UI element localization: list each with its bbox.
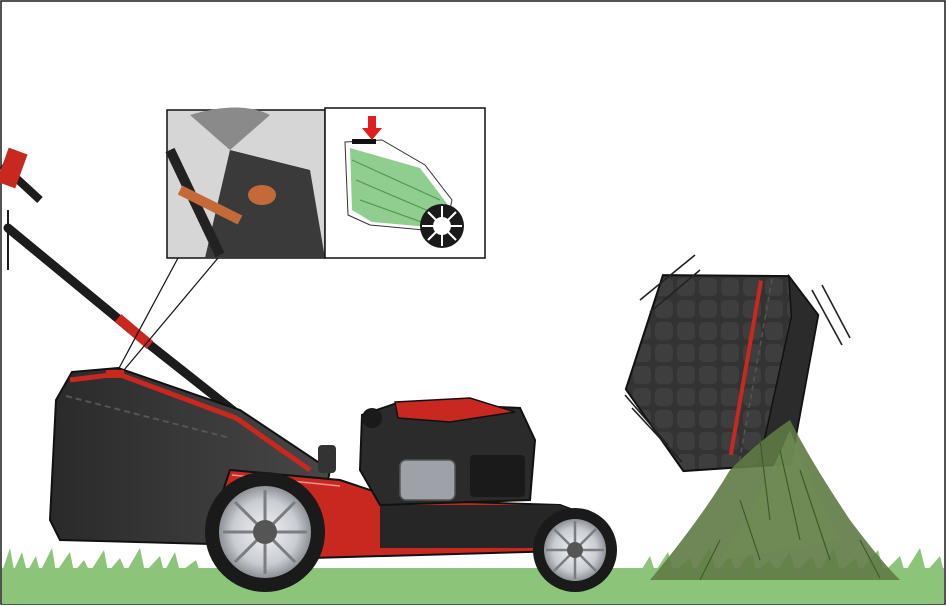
fill-indicator — [106, 370, 124, 378]
rear-wheel — [205, 472, 325, 592]
detail-inset-latch — [167, 108, 325, 259]
front-wheel — [533, 508, 617, 592]
detail-inset-indicator — [325, 108, 485, 258]
